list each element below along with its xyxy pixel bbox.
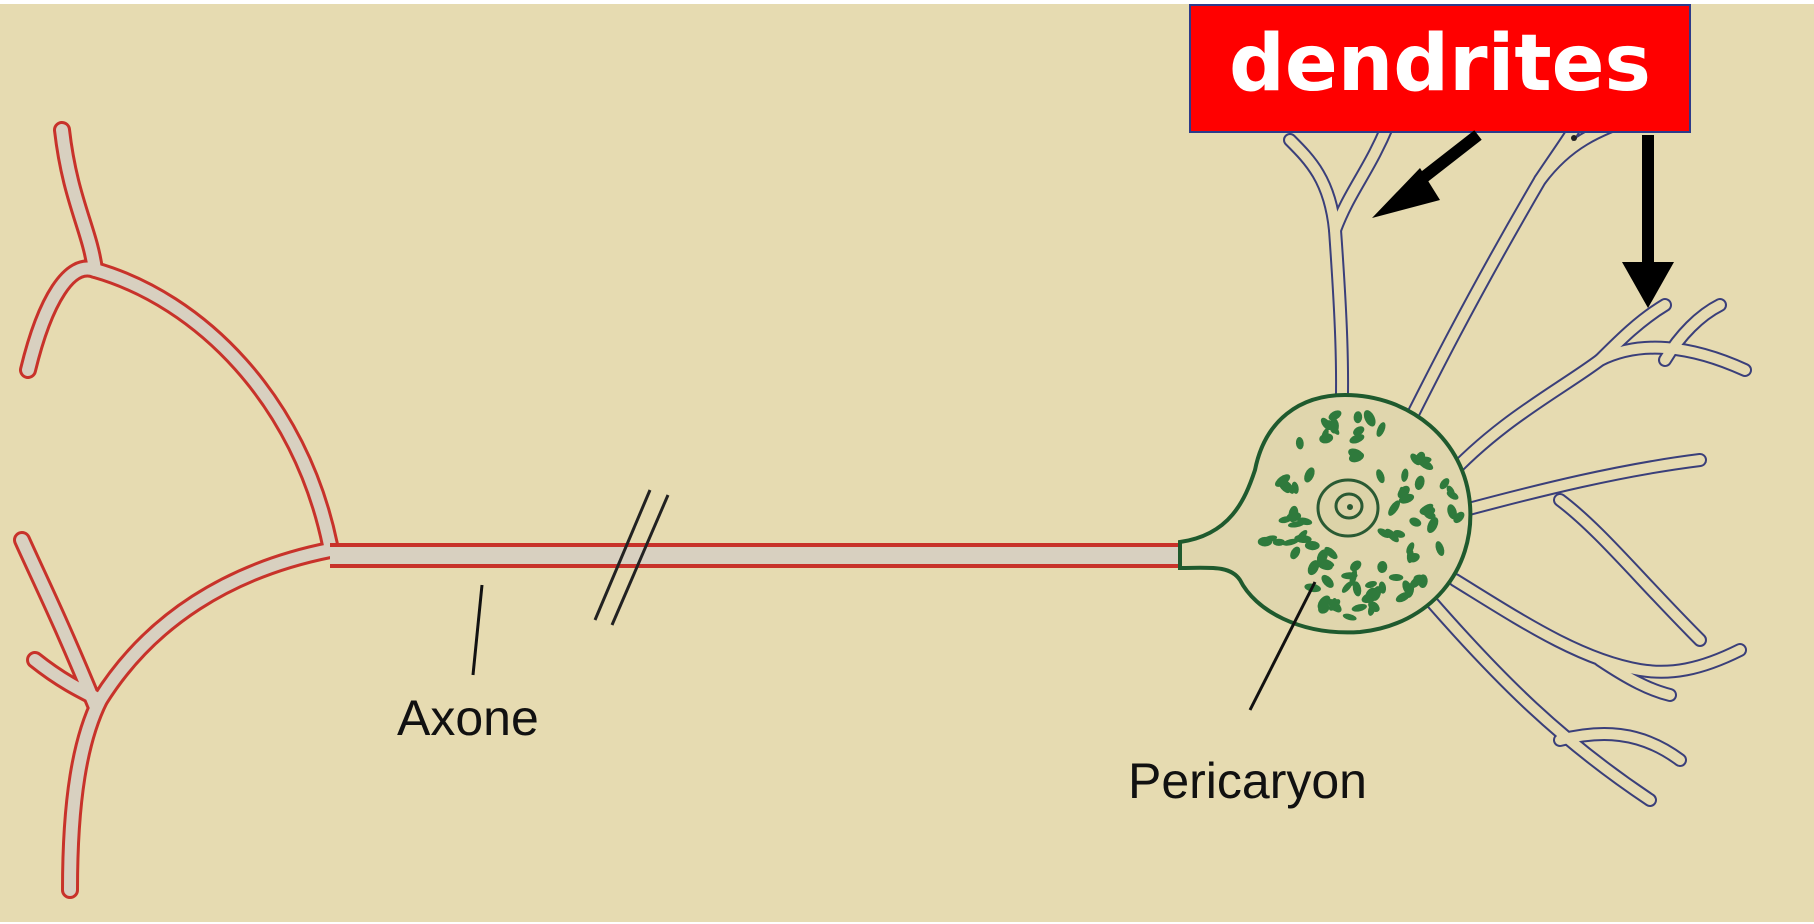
diagram-background bbox=[0, 4, 1814, 922]
axon bbox=[330, 543, 1190, 568]
axone-label: Axone bbox=[397, 690, 539, 746]
stray-mark bbox=[1571, 135, 1577, 141]
dendrites-label: dendrites bbox=[1229, 19, 1651, 109]
pericaryon-label: Pericaryon bbox=[1128, 753, 1367, 809]
nucleus bbox=[1318, 480, 1378, 536]
